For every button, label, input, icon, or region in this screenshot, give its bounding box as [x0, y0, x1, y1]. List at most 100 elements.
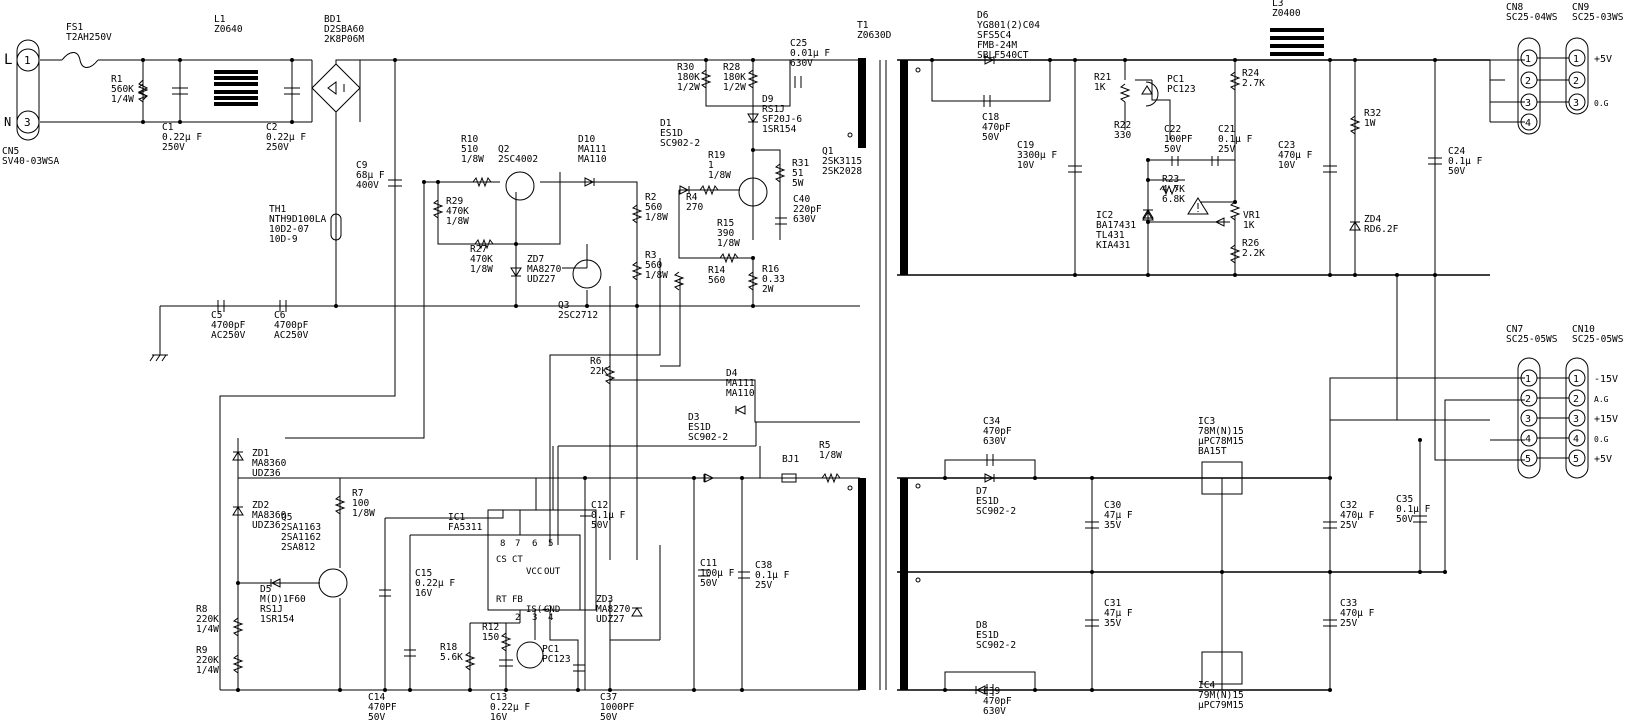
label-c35-line-2: 50V [1396, 514, 1413, 525]
label-d8-line-2: SC902-2 [976, 640, 1016, 651]
label-r8-line-2: 1/4W [196, 624, 219, 635]
label-c35-line-1: 0.1μ F [1396, 504, 1431, 515]
label-c24-line-2: 50V [1448, 166, 1465, 177]
pin-ic1_vcc: VCC [526, 567, 542, 577]
label-ic1-line-1: FA5311 [448, 522, 483, 533]
label-r7-line-1: 100 [352, 498, 369, 509]
pin-cn7p2: 2 [1525, 394, 1531, 405]
label-c23-line-2: 10V [1278, 160, 1295, 171]
label-r28-line-2: 1/2W [723, 82, 746, 93]
label-c11-line-1: 100μ F [700, 568, 735, 579]
label-r6-line-0: R6 [590, 356, 602, 367]
label-r23-line-0: R23 [1162, 174, 1179, 185]
label-r21-line-1: 1K [1094, 82, 1106, 93]
label-r2-line-2: 1/8W [645, 212, 668, 223]
label-d9-line-0: D9 [762, 94, 774, 105]
label-r15-line-0: R15 [717, 218, 734, 229]
label-d5-line-2: RS1J [260, 604, 283, 615]
label-cn10-line-1: SC25-05WS [1572, 334, 1624, 345]
pin-nt: N [4, 115, 11, 129]
label-zd2-line-1: MA8360 [252, 510, 287, 521]
label-c35-line-0: C35 [1396, 494, 1413, 505]
label-r6-line-1: 22K [590, 366, 607, 377]
label-bd1-line-0: BD1 [324, 14, 341, 25]
pin-ic1_gnd: GND [544, 605, 560, 615]
label-c40-line-2: 630V [793, 214, 816, 225]
pin-cn10l5: +5V [1594, 454, 1612, 465]
label-c33-line-2: 25V [1340, 618, 1357, 629]
label-c13-line-1: 0.22μ F [490, 702, 530, 713]
pc1-phototransistor-symbol [516, 641, 544, 669]
label-c5-line-1: 4700pF [211, 320, 246, 331]
label-cn9-line-1: SC25-03WS [1572, 12, 1624, 23]
label-d10-line-0: D10 [578, 134, 595, 145]
label-r29-line-1: 470K [446, 206, 469, 217]
label-c13-line-2: 16V [490, 712, 507, 723]
label-d10-line-1: MA111 [578, 144, 607, 155]
pin-cn8p3: 3 [1525, 98, 1531, 109]
label-cn5-line-0: CN5 [2, 146, 19, 157]
label-c25-line-2: 630V [790, 58, 813, 69]
label-r26-line-1: 2.2K [1242, 248, 1265, 259]
label-bd1-line-2: 2K8P06M [324, 34, 364, 45]
pin-cn10l2: A.G [1594, 395, 1609, 404]
label-r19-line-0: R19 [708, 150, 725, 161]
label-c1-line-2: 250V [162, 142, 185, 153]
pin-ic1_6: 6 [532, 539, 537, 549]
label-th1-line-0: TH1 [269, 204, 286, 215]
label-ic3-line-2: μPC78M15 [1198, 436, 1244, 447]
label-cn7-line-0: CN7 [1506, 324, 1523, 335]
cn9-connector [1565, 37, 1589, 115]
label-zd1-line-0: ZD1 [252, 448, 269, 459]
label-c18-line-1: 470pF [982, 122, 1011, 133]
pc1-led-symbol [1135, 79, 1159, 107]
label-c31-line-1: 47μ F [1104, 608, 1133, 619]
pin-cn10p3: 3 [1573, 414, 1579, 425]
pin-ic1_3: 3 [532, 613, 537, 623]
label-zd2-line-2: UDZ36 [252, 520, 281, 531]
label-c33-line-0: C33 [1340, 598, 1357, 609]
label-c24-line-1: 0.1μ F [1448, 156, 1483, 167]
label-r27-line-0: R27 [470, 244, 487, 255]
label-c11-line-2: 50V [700, 578, 717, 589]
label-t1-line-0: T1 [857, 20, 869, 31]
label-d7-line-0: D7 [976, 486, 987, 497]
pin-cn9l3: 0.G [1594, 99, 1609, 108]
label-c32-line-2: 25V [1340, 520, 1357, 531]
pin-cn5p3: 3 [24, 116, 31, 129]
pin-ic1_rt: RT [496, 595, 507, 605]
label-r7-line-0: R7 [352, 488, 363, 499]
label-d8-line-0: D8 [976, 620, 988, 631]
label-q5-line-3: 2SA812 [281, 542, 315, 553]
label-zd3-line-2: UDZ27 [596, 614, 625, 625]
label-r12-line-1: 150 [482, 632, 499, 643]
pin-cn9p2: 2 [1573, 76, 1579, 87]
